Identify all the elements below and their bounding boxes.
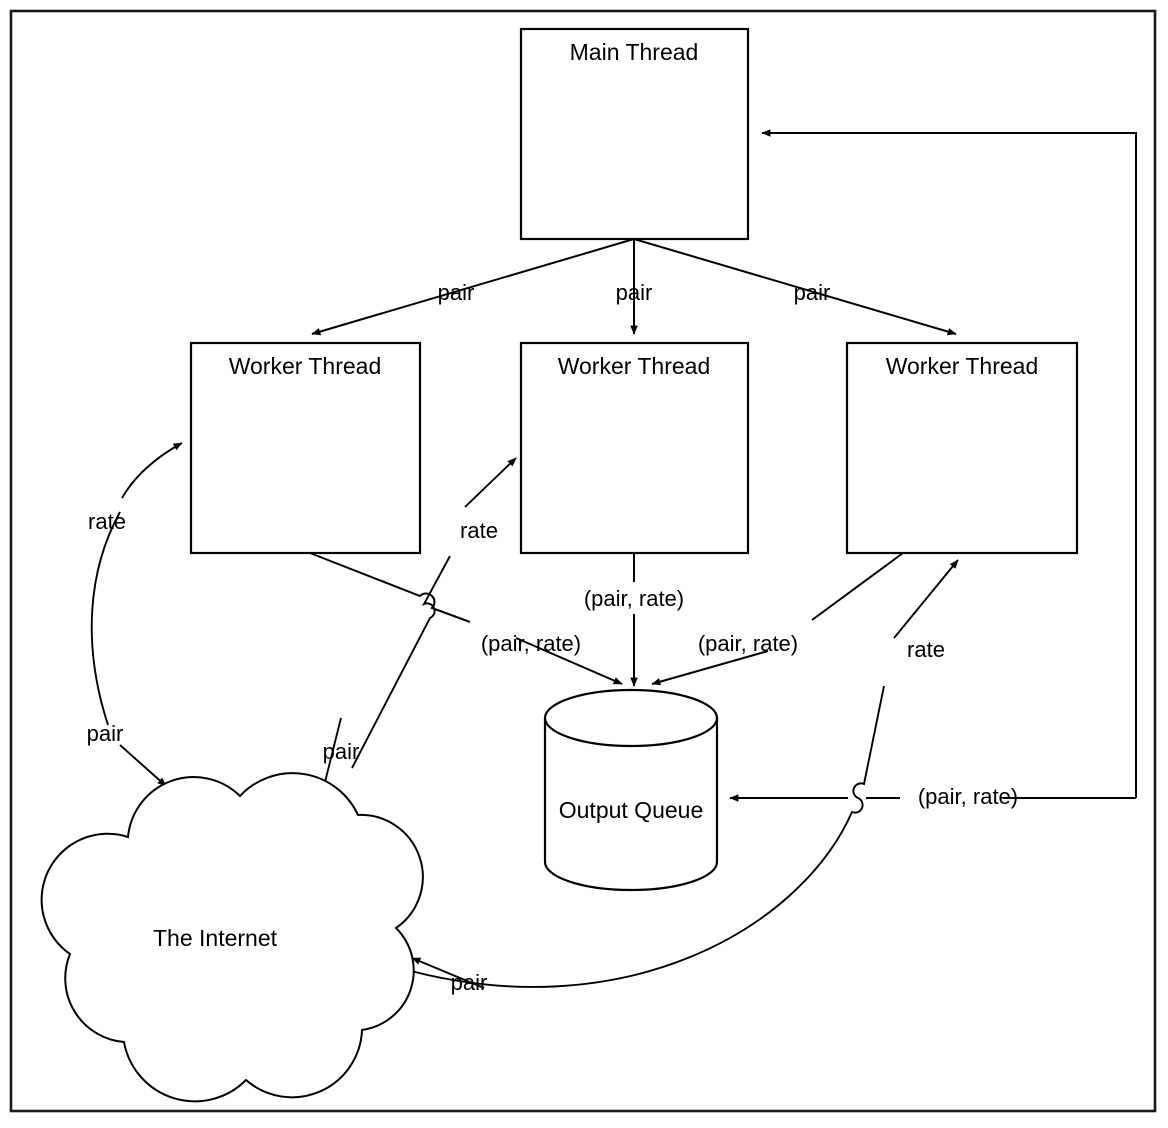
edge-main-to-worker3 — [633, 238, 957, 336]
edge-label-rate-mid: rate — [460, 518, 498, 543]
edge-label-pair-mid: pair — [323, 739, 360, 764]
the-internet-label: The Internet — [153, 925, 278, 951]
worker-thread-2-label: Worker Thread — [558, 353, 711, 379]
node-the-internet[interactable]: The Internet — [40, 772, 424, 1103]
output-queue-label: Output Queue — [559, 797, 704, 823]
node-main-thread[interactable]: Main Thread — [519, 27, 750, 241]
node-worker-thread-1[interactable]: Worker Thread — [189, 341, 422, 555]
worker-thread-3-label: Worker Thread — [886, 353, 1039, 379]
edge-label-pair-rate-right: (pair, rate) — [698, 631, 798, 656]
main-thread-label: Main Thread — [570, 39, 699, 65]
edge-worker3-to-queue — [651, 552, 904, 686]
edge-net-to-worker3 — [399, 559, 959, 988]
edge-worker3-to-net — [411, 957, 485, 989]
edge-label-pair-2: pair — [616, 280, 653, 305]
node-worker-thread-3[interactable]: Worker Thread — [845, 341, 1079, 555]
edge-label-pair-rate-left: (pair, rate) — [481, 631, 581, 656]
node-worker-thread-2[interactable]: Worker Thread — [519, 341, 750, 555]
edge-worker1-to-net — [119, 744, 167, 787]
edge-label-pair-bottom: pair — [451, 970, 488, 995]
edge-net-to-worker1 — [90, 442, 183, 726]
edge-queue-to-main — [729, 129, 1137, 802]
edge-net-to-worker2 — [351, 457, 517, 769]
node-output-queue[interactable]: Output Queue — [543, 688, 719, 892]
edge-label-pair-left: pair — [87, 721, 124, 746]
edge-label-rate-right: rate — [907, 637, 945, 662]
worker-thread-1-label: Worker Thread — [229, 353, 382, 379]
edge-label-rate-left: rate — [88, 509, 126, 534]
edge-label-pair-3: pair — [794, 280, 831, 305]
edge-label-pair-rate-return: (pair, rate) — [918, 784, 1018, 809]
edge-main-to-worker1 — [311, 238, 635, 336]
edge-label-pair-rate-mid: (pair, rate) — [584, 586, 684, 611]
edge-label-pair-1: pair — [438, 280, 475, 305]
